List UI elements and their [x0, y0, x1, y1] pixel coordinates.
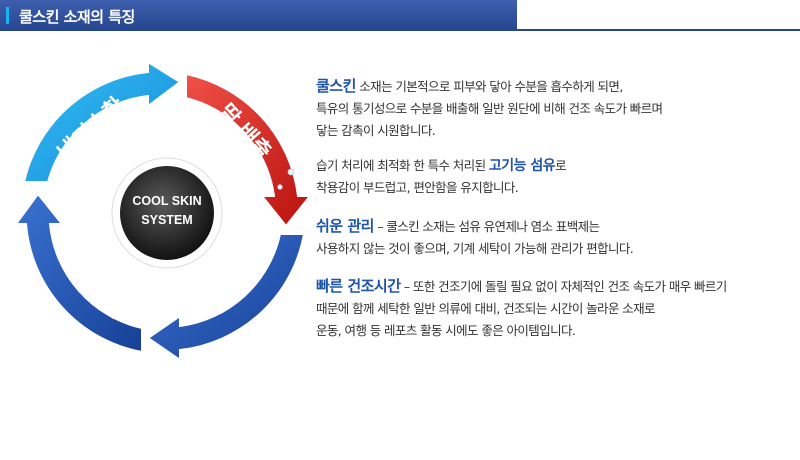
header-accent-bar [6, 7, 9, 24]
feature-highlight: 쿨스킨 [316, 77, 356, 95]
header-underline [0, 29, 800, 31]
cycle-diagram: 냉기순환 땀 배출 빠른건조 UV차단 COOL SKIN SYSTEM [18, 64, 313, 360]
feature-highlight: 쉬운 관리 [316, 217, 374, 235]
feature-easy-care: 쉬운 관리 – 쿨스킨 소재는 섬유 유연제나 염소 표백제는 사용하지 않는 … [316, 215, 786, 260]
feature-text: 습기 처리에 최적화 한 특수 처리된 [316, 158, 486, 173]
center-line-2: SYSTEM [141, 213, 192, 227]
feature-text: – 또한 건조기에 돌릴 필요 없이 자체적인 건조 속도가 매우 빠르기 [403, 279, 727, 294]
feature-text: 소재는 기본적으로 피부와 닿아 수분을 흡수하게 되면, [359, 79, 623, 94]
feature-fiber: 습기 처리에 최적화 한 특수 처리된 고기능 섬유로 착용감이 부드럽고, 편… [316, 155, 786, 199]
arrow-uv [18, 192, 143, 354]
droplet [277, 184, 283, 190]
feature-text: 로 [555, 158, 567, 173]
feature-highlight: 빠른 건조시간 [316, 277, 401, 295]
arrow-cooling [22, 64, 182, 183]
feature-text: 닿는 감촉이 시원합니다. [316, 123, 436, 138]
feature-quick-dry: 빠른 건조시간 – 또한 건조기에 돌릴 필요 없이 자체적인 건조 속도가 매… [316, 275, 786, 342]
center-line-1: COOL SKIN [132, 194, 201, 208]
arrow-drying [146, 233, 306, 360]
feature-cool-skin: 쿨스킨 소재는 기본적으로 피부와 닿아 수분을 흡수하게 되면, 특유의 통기… [316, 75, 786, 142]
feature-text: 착용감이 부드럽고, 편안함을 유지합니다. [316, 180, 519, 195]
section-header: 쿨스킨 소재의 특징 [0, 0, 517, 31]
feature-text: 운동, 여행 등 레포츠 활동 시에도 좋은 아이템입니다. [316, 323, 576, 338]
feature-text: 특유의 통기성으로 수분을 배출해 일반 원단에 비해 건조 속도가 빠르며 [316, 101, 663, 116]
feature-text: – 쿨스킨 소재는 섬유 유연제나 염소 표백제는 [377, 219, 600, 234]
feature-text: 때문에 함께 세탁한 일반 의류에 대비, 건조되는 시간이 놀라운 소재로 [316, 301, 656, 316]
section-title: 쿨스킨 소재의 특징 [19, 8, 135, 26]
center-core [120, 166, 214, 260]
droplet [287, 168, 295, 176]
feature-highlight: 고기능 섬유 [488, 158, 556, 174]
feature-text: 사용하지 않는 것이 좋으며, 기계 세탁이 가능해 관리가 편합니다. [316, 241, 634, 256]
